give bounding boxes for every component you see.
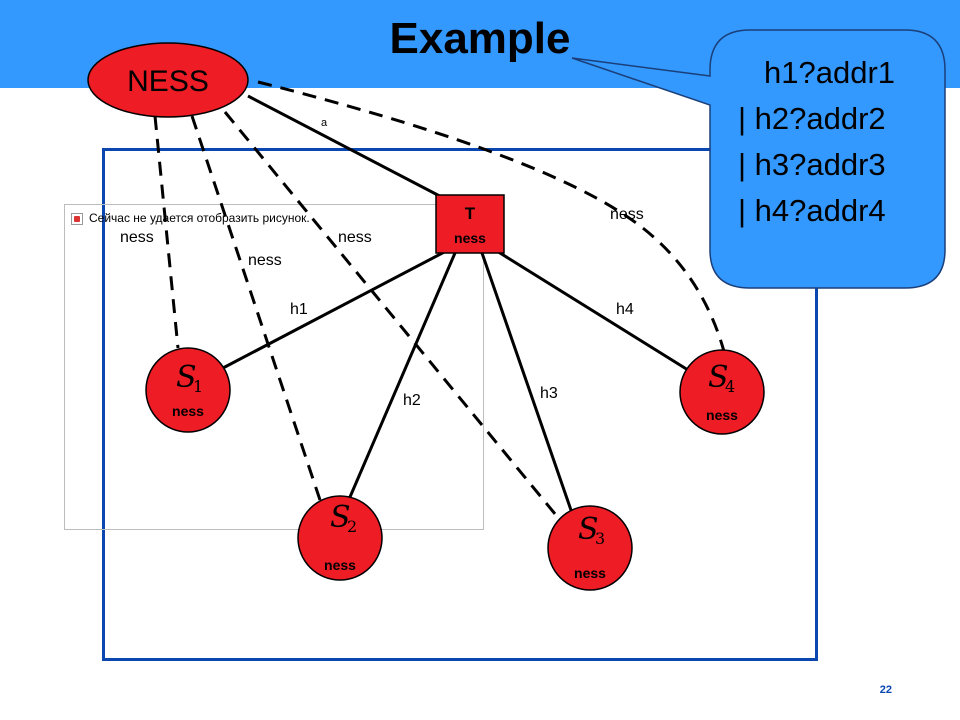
solid-label-h2: h2 [403,392,421,409]
callout-line-2: | h2?addr2 [738,101,886,136]
t-node-sublabel: ness [454,230,486,246]
s3-sublabel: ness [574,565,606,581]
s3-index: 3 [595,529,605,548]
solid-label-h4: h4 [616,301,634,318]
s1-index: 1 [193,377,203,396]
s4-sublabel: ness [706,407,738,423]
s4-symbol: S [708,360,729,395]
s4-index: 4 [725,377,735,396]
callout-bubble [571,29,946,289]
image-placeholder: Сейчас не удается отобразить рисунок. [64,204,484,530]
s1-node [145,347,231,433]
s2-index: 2 [347,517,357,536]
broken-image-icon [71,213,83,225]
dashed-edge-s3 [223,111,562,521]
edge-t-s4 [491,246,689,372]
dashed-label-s2: ness [248,252,282,269]
s1-sublabel: ness [172,403,204,419]
edge-t-s3 [480,252,574,514]
diagram-frame [102,148,818,661]
callout-line-3: | h3?addr3 [738,147,886,182]
placeholder-text: Сейчас не удается отобразить рисунок. [89,211,310,225]
s3-node [547,505,633,591]
s2-node [297,495,383,581]
solid-label-h1: h1 [290,301,308,318]
edge-t-s1 [222,246,453,370]
s4-node [679,349,765,435]
callout-line-4: | h4?addr4 [738,193,886,228]
ness-node-label: NESS [127,65,209,98]
edge-ness-t [247,94,456,206]
page-number: 22 [879,684,892,696]
s1-symbol: S [176,360,197,395]
s2-sublabel: ness [324,557,356,573]
dashed-label-s4: ness [610,206,644,223]
callout-text: h1?addr1 | h2?addr2 | h3?addr3 | h4?addr… [716,50,936,234]
callout-line-1: h1?addr1 [764,55,896,90]
ness-node [87,42,249,118]
dashed-label-s3: ness [338,229,372,246]
s2-symbol: S [330,500,351,535]
edge-label-a: a [321,117,328,129]
t-node-label: T [465,204,476,223]
dashed-edge-s1 [153,115,180,349]
solid-label-h3: h3 [540,385,558,402]
t-node [435,194,505,254]
edge-t-s2 [348,252,457,498]
s3-symbol: S [578,512,599,547]
dashed-label-s1: ness [120,229,154,246]
